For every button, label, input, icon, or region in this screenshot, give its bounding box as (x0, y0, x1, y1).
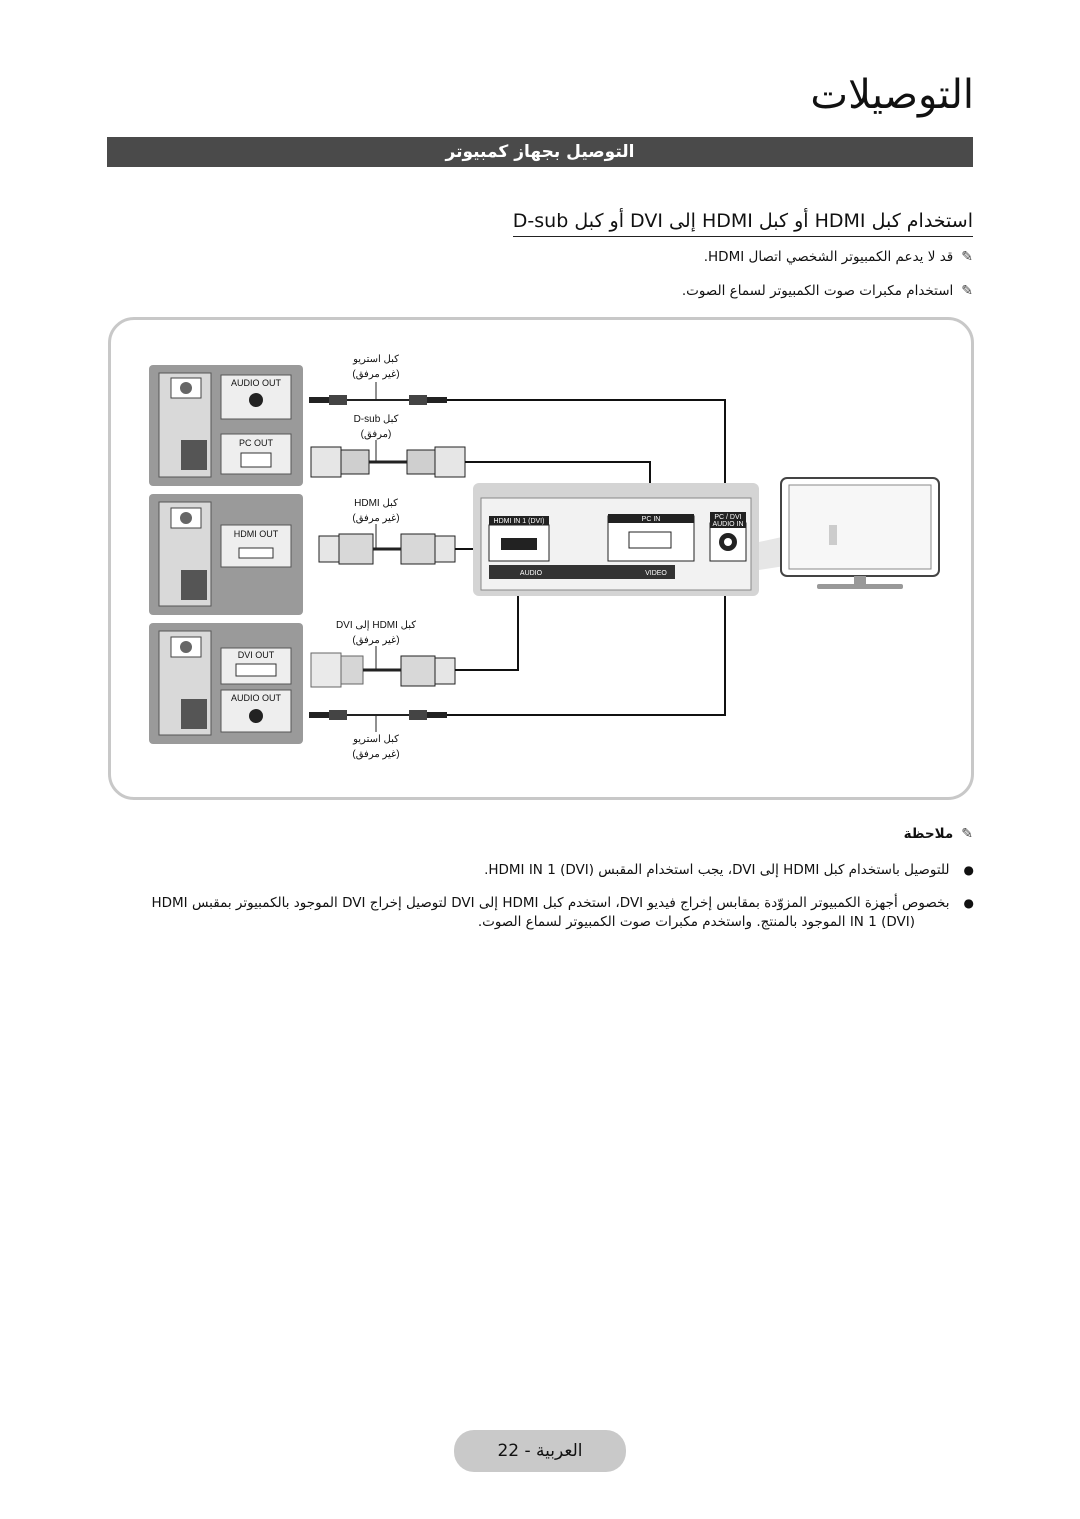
cable-label-dsub-note: (مرفق) (361, 429, 392, 440)
note-pencil-icon: ✎ (961, 249, 973, 265)
cable-label-stereo-1-note: (غير مرفق) (352, 369, 399, 380)
connection-diagram: AUDIO OUT PC OUT HDMI OUT DVI OUT AUDIO … (108, 317, 974, 800)
hdmi-cable (318, 524, 456, 565)
tv-illustration (780, 477, 940, 589)
subheading: استخدام كبل HDMI أو كبل HDMI إلى DVI أو … (512, 210, 973, 237)
stereo-cable-2 (309, 710, 447, 732)
bullet-dot: ● (963, 863, 974, 877)
bullet-2-continued: IN 1 (DVI) الموجود بالمنتج. واستخدم مكبر… (477, 914, 915, 930)
port-label-pc-out: PC OUT (239, 438, 274, 448)
diagram-svg: AUDIO OUT PC OUT HDMI OUT DVI OUT AUDIO … (149, 354, 940, 760)
port-label-audio-out: AUDIO OUT (231, 378, 282, 388)
notes-heading: ✎ ملاحظة (904, 826, 973, 842)
tv-port-label-audio-in: AUDIO IN (712, 521, 743, 528)
page-title: التوصيلات (810, 72, 974, 118)
dsub-cable (310, 440, 466, 478)
cable-label-dsub: كبل D-sub (354, 414, 399, 425)
cable-label-stereo-1: كبل استريو (352, 354, 399, 365)
pc-tower-1 (149, 365, 303, 486)
port-label-audio-out-2: AUDIO OUT (231, 693, 282, 703)
bullet-1: ● للتوصيل باستخدام كبل HDMI إلى DVI، يجب … (484, 859, 974, 881)
cable-label-hdmi-dvi: كبل HDMI إلى DVI (336, 620, 416, 631)
cable-label-stereo-2: كبل استريو (352, 734, 399, 745)
hdmi-dvi-cable (310, 646, 456, 688)
bullet-2-text: بخصوص أجهزة الكمبيوتر المزوّدة بمقابس إخ… (151, 895, 950, 911)
connection-lines (447, 399, 726, 716)
tv-port-label-audio: AUDIO (520, 570, 543, 577)
cable-label-hdmi: كبل HDMI (354, 498, 398, 509)
bullet-2: ● بخصوص أجهزة الكمبيوتر المزوّدة بمقابس إ… (151, 892, 974, 914)
note-pencil-icon: ✎ (961, 826, 973, 842)
stereo-cable-1 (309, 382, 447, 405)
note-speakers: ✎ استخدام مكبرات صوت الكمبيوتر لسماع الص… (682, 283, 973, 299)
bullet-1-text: للتوصيل باستخدام كبل HDMI إلى DVI، يجب ا… (484, 862, 950, 878)
bullet-dot: ● (963, 896, 974, 910)
tv-port-label-video: VIDEO (645, 570, 667, 577)
cable-label-hdmi-note: (غير مرفق) (352, 513, 399, 524)
section-header-bar: التوصيل بجهاز كمبيوتر (107, 137, 973, 167)
pc-tower-3 (149, 623, 303, 744)
note-pencil-icon: ✎ (961, 283, 973, 299)
note-text: قد لا يدعم الكمبيوتر الشخصي اتصال HDMI. (703, 249, 954, 265)
cable-label-stereo-2-note: (غير مرفق) (352, 749, 399, 760)
port-label-dvi-out: DVI OUT (238, 650, 275, 660)
tv-port-label-pc-in: PC IN (642, 516, 661, 523)
page-number: العربية - 22 (454, 1430, 626, 1472)
cable-label-hdmi-dvi-note: (غير مرفق) (352, 635, 399, 646)
notes-heading-text: ملاحظة (903, 826, 954, 842)
port-label-hdmi-out: HDMI OUT (234, 529, 279, 539)
tv-port-label-hdmi-in: HDMI IN 1 (DVI) (494, 518, 545, 525)
pc-tower-2 (149, 494, 303, 615)
tv-port-label-pc-dvi: PC / DVI (714, 514, 741, 521)
note-text: استخدام مكبرات صوت الكمبيوتر لسماع الصوت… (681, 283, 954, 299)
note-hdmi-support: ✎ قد لا يدعم الكمبيوتر الشخصي اتصال HDMI… (704, 249, 973, 265)
tv-back-panel (473, 483, 759, 596)
